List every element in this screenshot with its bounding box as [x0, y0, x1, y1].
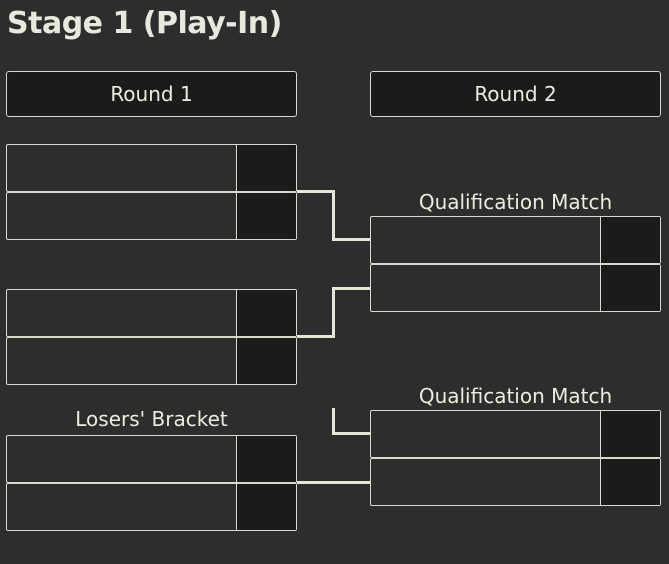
score-cell: [236, 436, 296, 482]
bracket-connector: [332, 287, 335, 338]
bracket-connector: [297, 335, 334, 338]
round-2-header[interactable]: Round 2: [370, 71, 661, 117]
score-cell: [600, 217, 660, 263]
score-cell: [236, 338, 296, 384]
score-cell: [600, 459, 660, 505]
bracket-connector: [297, 481, 370, 484]
score-cell: [600, 265, 660, 311]
bracket-connector: [332, 287, 370, 290]
r1-m1-slot-b[interactable]: [6, 192, 297, 240]
score-cell: [600, 411, 660, 457]
round-1-header[interactable]: Round 1: [6, 71, 297, 117]
r1-m3-slot-a[interactable]: [6, 435, 297, 483]
bracket-connector: [332, 238, 370, 241]
r1-m2-slot-a[interactable]: [6, 289, 297, 337]
losers-bracket-label: Losers' Bracket: [75, 407, 228, 431]
r2-m2-slot-a[interactable]: [370, 410, 661, 458]
r2-m1-slot-a[interactable]: [370, 216, 661, 264]
score-cell: [236, 290, 296, 336]
page-title: Stage 1 (Play-In): [7, 6, 282, 41]
r2-m1-slot-b[interactable]: [370, 264, 661, 312]
score-cell: [236, 484, 296, 530]
r2-m2-slot-b[interactable]: [370, 458, 661, 506]
bracket-connector: [332, 190, 335, 241]
score-cell: [236, 145, 296, 191]
r1-m2-slot-b[interactable]: [6, 337, 297, 385]
r1-m3-slot-b[interactable]: [6, 483, 297, 531]
qualification-match-label-2: Qualification Match: [418, 384, 613, 408]
qualification-match-label-1: Qualification Match: [418, 190, 613, 214]
bracket-connector: [332, 408, 335, 435]
bracket-connector: [297, 190, 334, 193]
r1-m1-slot-a[interactable]: [6, 144, 297, 192]
score-cell: [236, 193, 296, 239]
bracket-connector: [332, 432, 370, 435]
